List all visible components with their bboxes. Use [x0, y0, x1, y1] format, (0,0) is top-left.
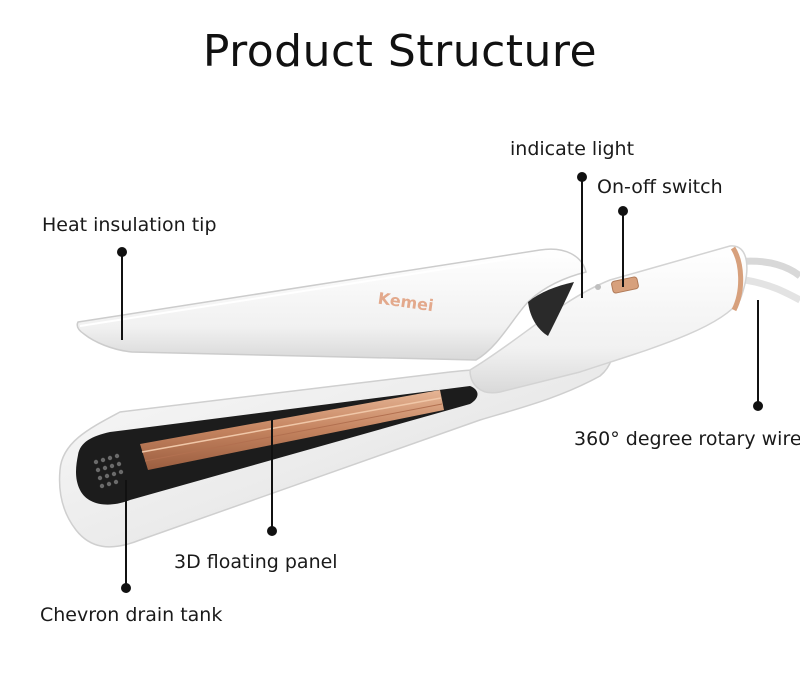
label-heat-insulation-tip: Heat insulation tip [42, 214, 217, 236]
label-indicate-light: indicate light [510, 138, 635, 160]
power-cord-coil [744, 276, 800, 304]
label-rotary-wire: 360° degree rotary wire [574, 428, 800, 450]
upper-arm [76, 248, 587, 361]
handle-accent-ring [730, 246, 744, 312]
label-on-off-switch: On-off switch [597, 176, 723, 198]
indicator-light-dot [595, 284, 601, 290]
label-floating-panel: 3D floating panel [174, 551, 338, 573]
floating-plate [140, 390, 444, 470]
label-drain-tank: Chevron drain tank [40, 604, 223, 626]
drain-vent-holes [93, 453, 124, 489]
page-title: Product Structure [202, 26, 598, 77]
